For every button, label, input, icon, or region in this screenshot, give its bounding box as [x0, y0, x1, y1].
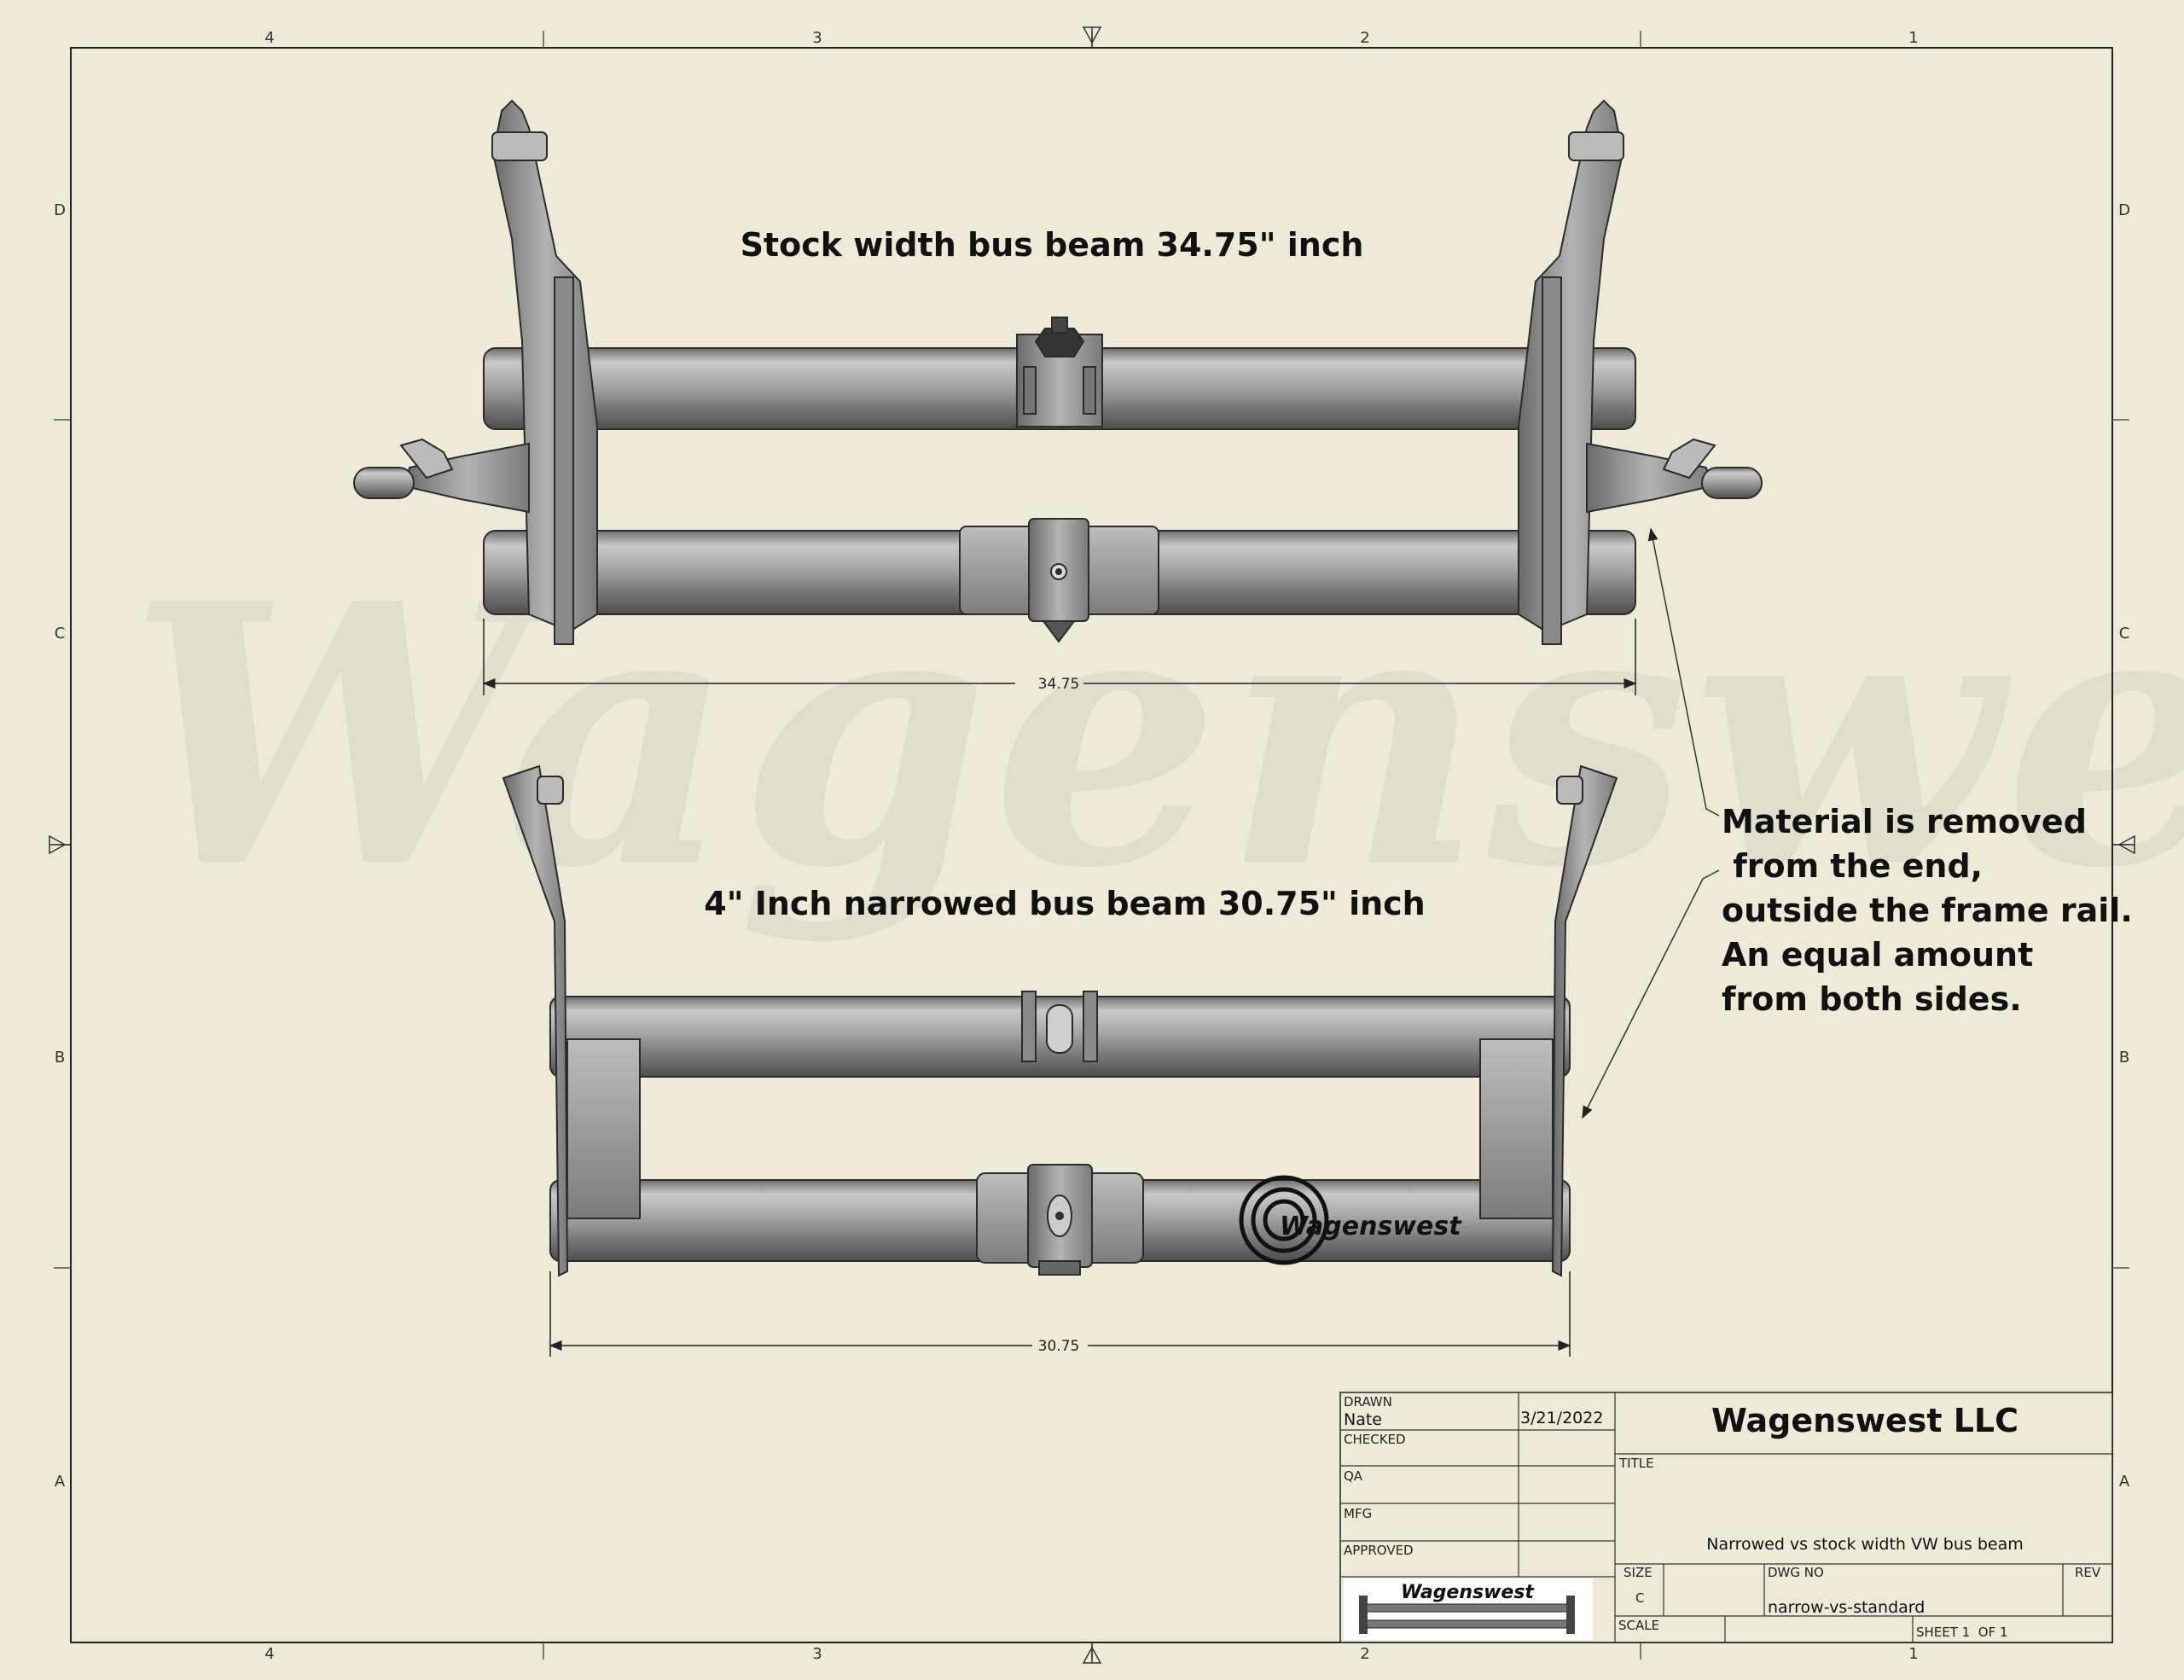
narrowed-beam-drawing [502, 764, 1618, 1277]
size-label: SIZE [1623, 1565, 1653, 1580]
zone-row-left-b: B [55, 1049, 65, 1067]
narrowed-width-dimension [549, 1271, 1571, 1357]
note-line-3: outside the frame rail. [1722, 892, 2133, 929]
zone-col-bottom-4: 4 [264, 1645, 274, 1663]
dwg-no-label: DWG NO [1768, 1565, 1824, 1580]
zone-row-right-b: B [2119, 1049, 2129, 1067]
zone-col-top-2: 2 [1360, 29, 1369, 47]
zone-col-bottom-3: 3 [812, 1645, 822, 1663]
title-block: Wagenswest LLC DRAWN Nate 3/21/2022 CHEC… [1339, 1392, 2113, 1643]
dwg-no-value: narrow-vs-standard [1768, 1598, 1925, 1617]
stock-beam-drawing [353, 99, 1763, 645]
zone-row-right-a: A [2119, 1473, 2130, 1491]
note-line-1: Material is removed [1722, 803, 2087, 840]
narrowed-beam-heading: 4" Inch narrowed bus beam 30.75" inch [704, 885, 1425, 922]
zone-col-top-1: 1 [1908, 29, 1918, 47]
zone-row-right-c: C [2119, 625, 2130, 642]
drawn-label: DRAWN [1344, 1394, 1392, 1410]
stock-width-dimension [482, 619, 1637, 695]
sheet-number: SHEET 1 OF 1 [1916, 1625, 2008, 1640]
drawn-by: Nate [1344, 1410, 1382, 1429]
callout-leaders [1582, 527, 1720, 1119]
size-value: C [1635, 1590, 1644, 1606]
zone-row-right-d: D [2118, 201, 2130, 219]
zone-col-bottom-1: 1 [1908, 1645, 1918, 1663]
company-name: Wagenswest LLC [1711, 1402, 2018, 1439]
title-label: TITLE [1618, 1456, 1654, 1471]
zone-labels: 4 3 2 1 4 3 2 1 D C B A D C B A [54, 29, 2130, 1663]
stock-beam-heading: Stock width bus beam 34.75" inch [741, 226, 1364, 264]
zone-col-bottom-2: 2 [1360, 1645, 1369, 1663]
narrowed-width-value: 30.75 [1038, 1338, 1080, 1355]
stock-width-value: 34.75 [1038, 676, 1080, 693]
zone-col-top-3: 3 [812, 29, 822, 47]
approved-label: APPROVED [1344, 1543, 1414, 1558]
zone-row-left-a: A [55, 1473, 66, 1491]
title-block-logo-text: Wagenswest [1401, 1582, 1535, 1603]
zone-row-left-d: D [54, 201, 66, 219]
beam-logo-text: Wagenswest [1280, 1212, 1462, 1241]
qa-label: QA [1344, 1468, 1363, 1484]
note-line-2: from the end, [1722, 847, 1983, 885]
rev-label: REV [2075, 1565, 2101, 1580]
note-line-4: An equal amount [1722, 936, 2033, 974]
callout-note: Material is removed from the end, outsid… [1722, 803, 2133, 1018]
zone-col-top-4: 4 [264, 29, 274, 47]
drawing-title: Narrowed vs stock width VW bus beam [1706, 1535, 2024, 1554]
drawing-border [49, 26, 2135, 1664]
mfg-label: MFG [1344, 1506, 1372, 1521]
title-block-logo: Wagenswest [1344, 1578, 1593, 1640]
zone-row-left-c: C [55, 625, 66, 642]
scale-label: SCALE [1618, 1618, 1659, 1633]
beam-logo: Wagenswest [1239, 1175, 1462, 1265]
drawn-date: 3/21/2022 [1520, 1409, 1603, 1427]
checked-label: CHECKED [1344, 1432, 1406, 1447]
note-line-5: from both sides. [1722, 980, 2022, 1018]
